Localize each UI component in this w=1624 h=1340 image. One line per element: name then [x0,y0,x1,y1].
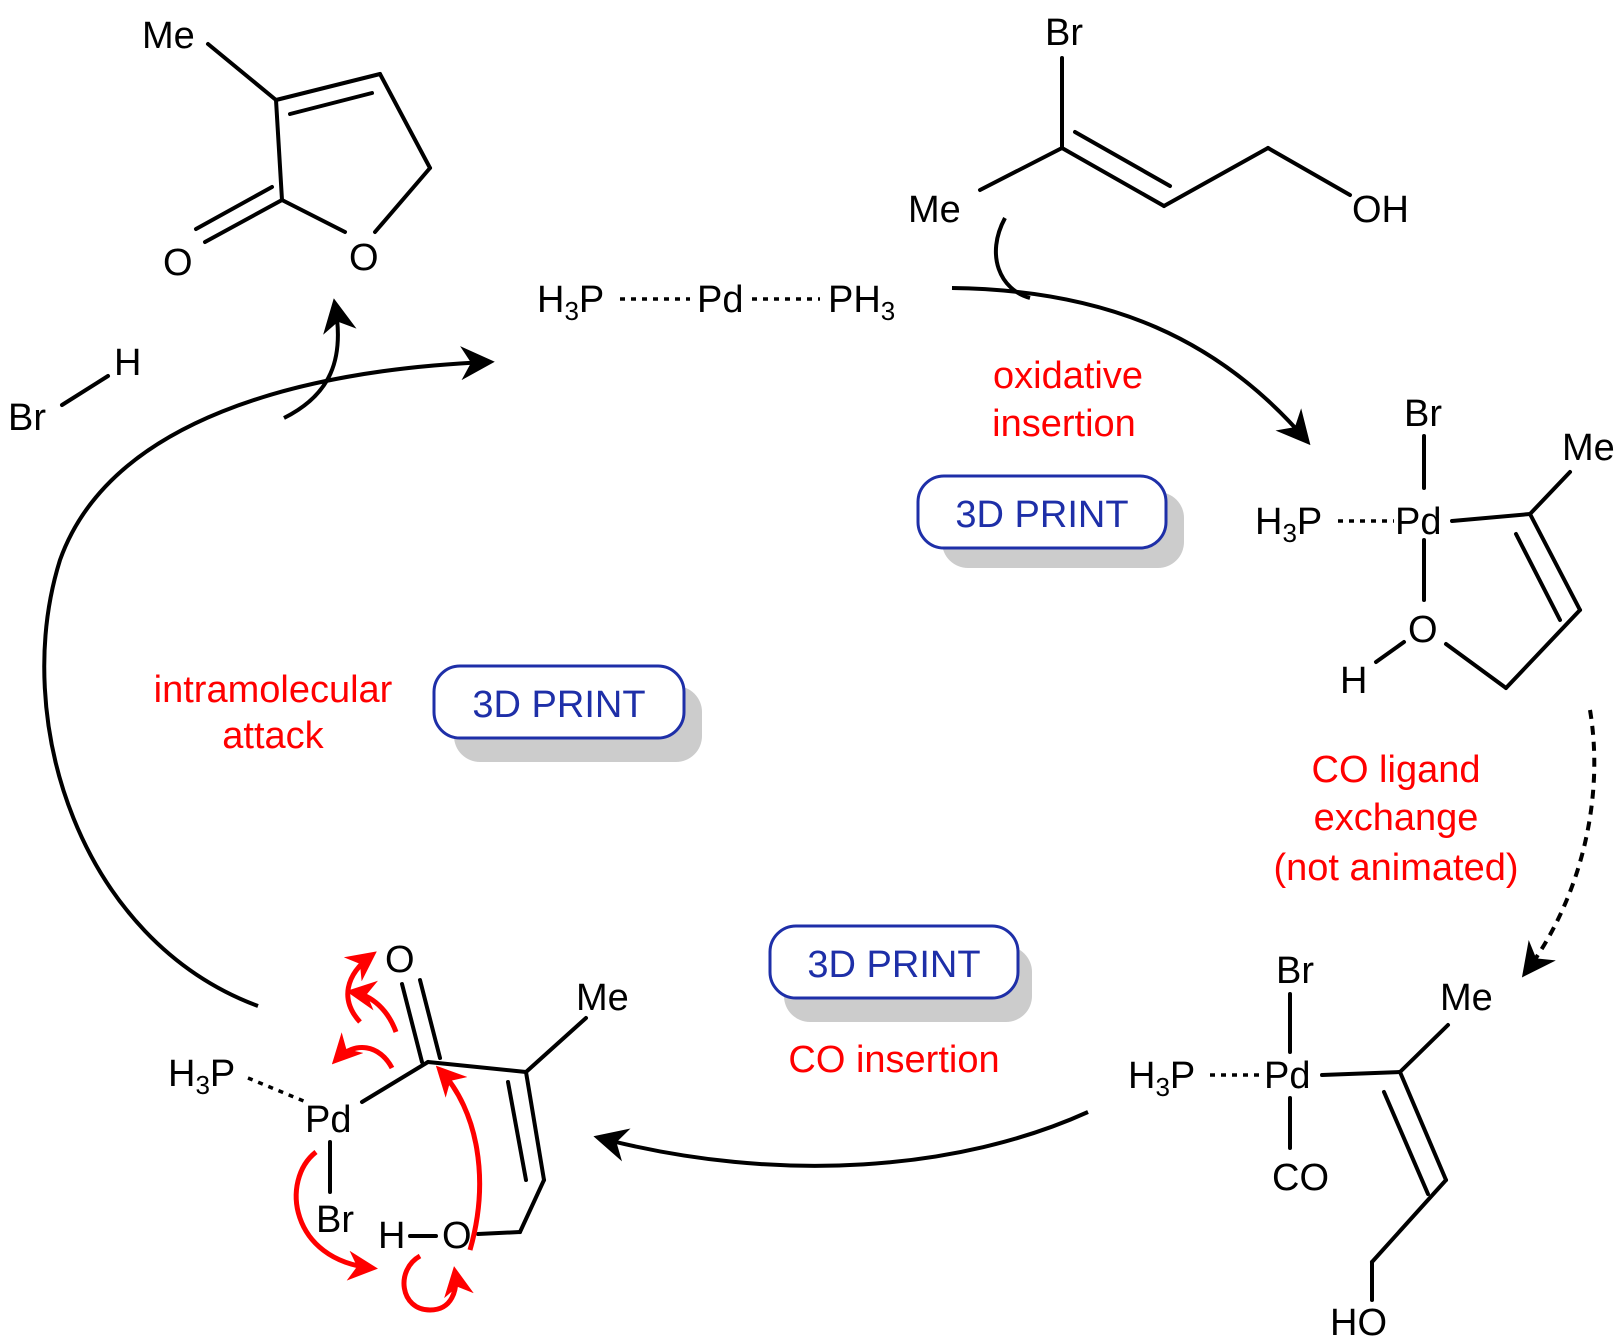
lactone-product: Me O O [142,15,432,284]
red-arrow-to-pd [331,1032,395,1070]
atom-br: Br [8,397,46,439]
atom-br: Br [1276,950,1314,992]
arrow-intramolecular-attack [42,346,495,1008]
atom-o-ring: O [349,237,379,279]
atom-pd: Pd [1264,1055,1310,1097]
label-co-insertion: CO insertion [788,1039,999,1081]
atom-me: Me [1440,977,1493,1019]
atom-co: CO [1272,1157,1329,1199]
arrow-co-insertion [593,1110,1089,1168]
mechanism-arrows [293,951,483,1313]
atom-h: H [378,1215,405,1257]
ligand-h3p: H3P [1128,1055,1195,1102]
atom-me: Me [142,15,195,57]
atom-br: Br [1045,12,1083,54]
print-button-label: 3D PRINT [807,944,980,986]
acyl-pd-complex: O H3P Pd Me O H Br [168,939,629,1257]
red-arrow-o-attack [435,1065,483,1251]
pd-oxidative-complex: Br H3P Pd Me O H [1255,393,1615,702]
atom-o-carbonyl: O [163,242,193,284]
red-arrow-pd-br [293,1150,378,1281]
atom-br: Br [316,1199,354,1241]
label-intramolecular-1: intramolecular [154,669,393,711]
print-button-label: 3D PRINT [955,494,1128,536]
atom-pd: Pd [305,1099,351,1141]
atom-o-acyl: O [385,939,415,981]
atom-h: H [1340,660,1367,702]
atom-h: H [114,342,141,384]
print-button-intramolecular[interactable]: 3D PRINT [432,664,702,762]
label-intramolecular-2: attack [222,715,324,757]
label-oxidative-1: oxidative [993,355,1143,397]
label-co-exchange-1: CO ligand [1312,749,1481,791]
atom-me: Me [908,189,961,231]
ligand-h3p-left: H3P [537,279,604,326]
ligand-ph3-right: PH3 [828,279,895,326]
bromo-alcohol-substrate: Br Me OH [908,12,1409,231]
hbr-byproduct: Br H [8,342,141,439]
ligand-h3p: H3P [168,1053,235,1100]
atom-ho: HO [1330,1302,1387,1340]
atom-o: O [442,1215,472,1257]
ligand-h3p: H3P [1255,501,1322,548]
atom-o: O [1408,609,1438,651]
arrow-oxidative-insertion [951,286,1311,446]
label-oxidative-2: insertion [992,403,1136,445]
red-arrow-co-to-o [346,980,399,1033]
atom-me: Me [576,977,629,1019]
red-arrow-o-up [343,951,377,1024]
print-button-oxidative[interactable]: 3D PRINT [916,474,1184,568]
red-arrow-oh [401,1253,474,1313]
label-co-exchange-3: (not animated) [1273,847,1518,889]
print-button-co-insertion[interactable]: 3D PRINT [768,924,1032,1022]
step-labels: oxidative insertion CO ligand exchange (… [154,355,1519,1081]
atom-br: Br [1404,393,1442,435]
print-button-label: 3D PRINT [472,684,645,726]
arrow-substrate-in [994,217,1031,300]
atom-me: Me [1562,427,1615,469]
atom-pd: Pd [697,279,743,321]
atom-pd: Pd [1395,501,1441,543]
pd-catalyst: H3P Pd PH3 [537,279,895,326]
atom-oh: OH [1352,189,1409,231]
arrow-product-release [283,298,357,420]
pd-co-complex: Br H3P Pd Me HO CO [1128,950,1493,1340]
arrow-co-exchange [1521,709,1597,978]
label-co-exchange-2: exchange [1314,797,1479,839]
cycle-arrows [42,217,1597,1168]
